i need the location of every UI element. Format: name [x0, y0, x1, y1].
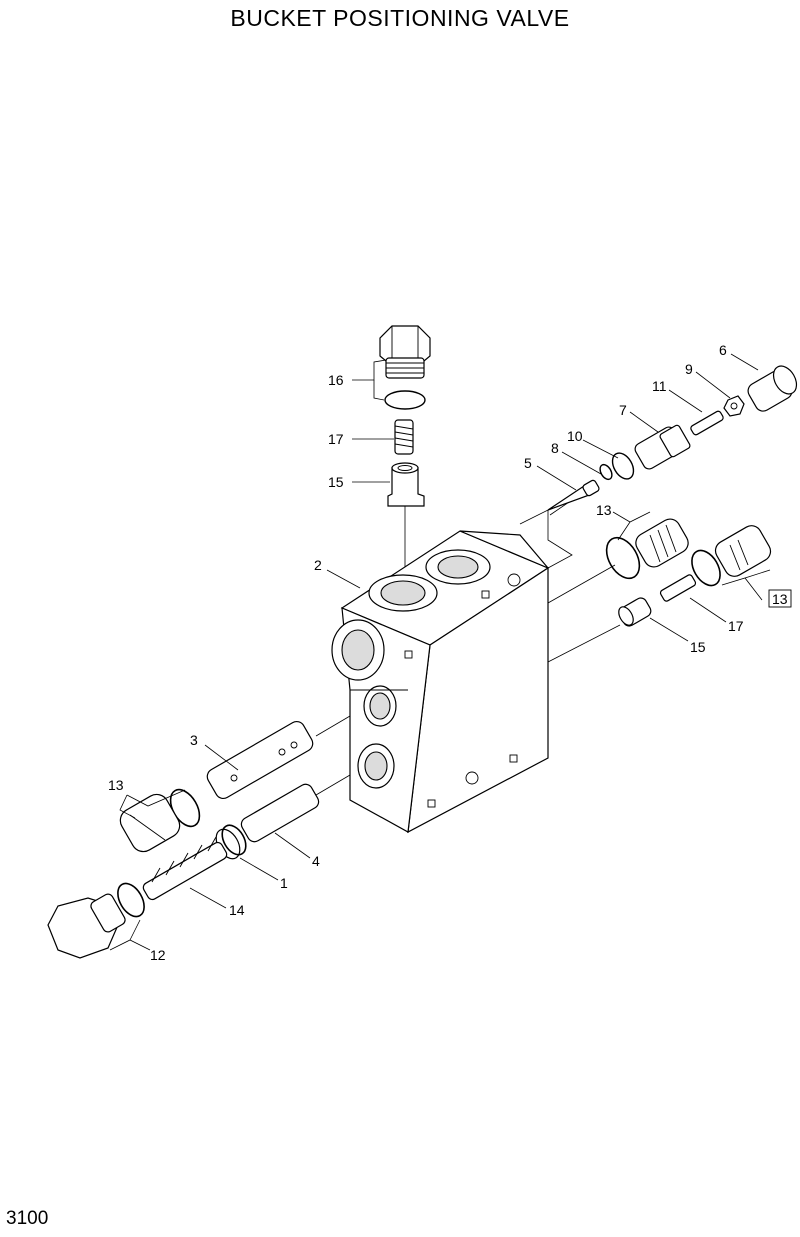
part-13-plug-right-1 — [635, 518, 689, 568]
part-15-poppet-right — [618, 597, 652, 627]
callout-13-left: 13 — [108, 777, 124, 793]
part-16-plug — [379, 325, 431, 379]
part-9-nut — [723, 395, 745, 417]
part-1-ring — [221, 824, 247, 856]
part-16-oring — [384, 390, 426, 410]
part-13-plug-right-2 — [714, 525, 772, 577]
part-4-sleeve — [240, 783, 320, 843]
callout-1: 1 — [280, 875, 288, 891]
diagram-title: BUCKET POSITIONING VALVE — [230, 5, 570, 31]
callout-15-top: 15 — [328, 474, 344, 490]
part-12-oring — [117, 882, 145, 918]
part-17-spring-top — [394, 419, 414, 455]
part-14-spring — [142, 836, 228, 901]
page-number: 3100 — [6, 1208, 49, 1229]
callout-13-box-frame — [768, 589, 792, 608]
callout-13-top: 13 — [596, 502, 612, 518]
part-12-plug — [47, 893, 126, 959]
callout-10: 10 — [567, 428, 583, 444]
part-13-oring-right-2 — [691, 549, 721, 587]
callout-17-right: 17 — [728, 618, 744, 634]
callout-11: 11 — [652, 378, 667, 394]
callout-16: 16 — [328, 372, 344, 388]
callout-4: 4 — [312, 853, 320, 869]
part-17-spring-right — [659, 574, 697, 602]
part-2-valve-body — [331, 530, 550, 834]
part-7-adjuster — [634, 424, 691, 470]
callout-14: 14 — [229, 902, 245, 918]
callout-8: 8 — [551, 440, 559, 456]
callout-9: 9 — [685, 361, 693, 377]
part-13-plug-left — [119, 793, 181, 853]
part-8-oring — [599, 463, 613, 481]
callout-7: 7 — [619, 402, 627, 418]
callout-6: 6 — [719, 342, 727, 358]
part-5-needle — [547, 479, 600, 511]
part-10-oring — [611, 452, 635, 480]
callout-13-box: 13 — [772, 591, 788, 607]
part-6-cap — [747, 365, 798, 412]
part-13-oring-right — [605, 536, 641, 580]
part-3-spool — [206, 720, 314, 800]
callout-5: 5 — [524, 455, 532, 471]
part-15-poppet-top — [387, 462, 425, 507]
callout-17-top: 17 — [328, 431, 344, 447]
part-11-screw — [690, 410, 724, 436]
callout-2: 2 — [314, 557, 322, 573]
callout-15-right: 15 — [690, 639, 706, 655]
callout-3: 3 — [190, 732, 198, 748]
callout-12: 12 — [150, 947, 166, 963]
